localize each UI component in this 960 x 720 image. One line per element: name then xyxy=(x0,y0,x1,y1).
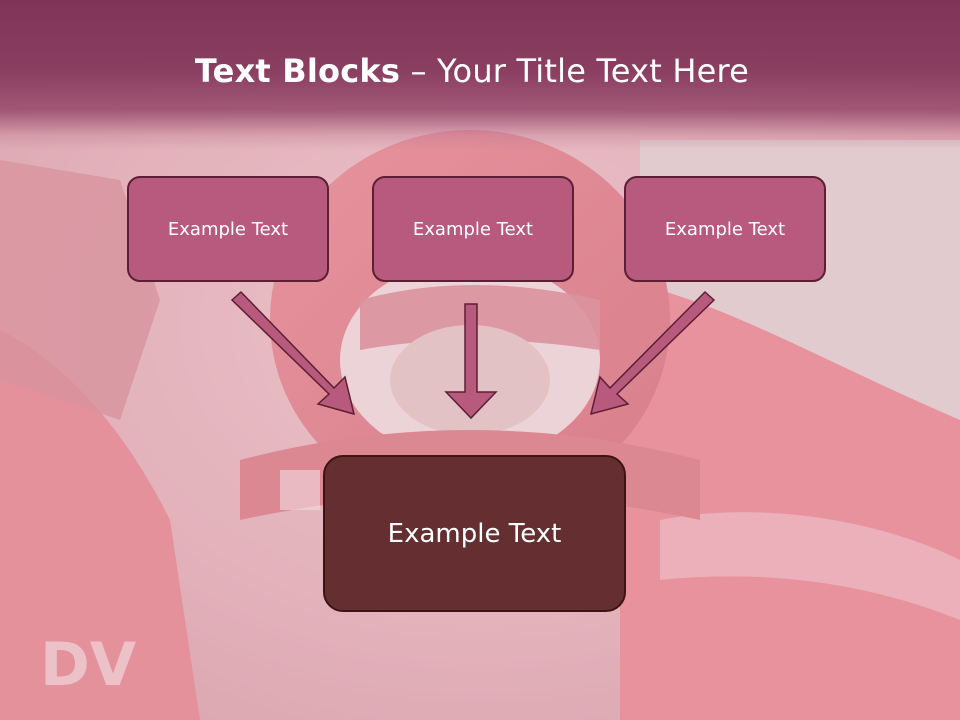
title-band xyxy=(0,0,960,150)
text-block-3-label: Example Text xyxy=(664,218,786,240)
text-block-2[interactable]: Example Text xyxy=(372,176,574,282)
target-text-block-label: Example Text xyxy=(387,518,562,549)
text-block-3[interactable]: Example Text xyxy=(624,176,826,282)
text-block-1[interactable]: Example Text xyxy=(127,176,329,282)
title-rest-part: – Your Title Text Here xyxy=(400,52,750,90)
text-block-2-label: Example Text xyxy=(412,218,534,240)
slide-title: Text Blocks – Your Title Text Here xyxy=(0,52,944,90)
title-bold-part: Text Blocks xyxy=(194,52,401,90)
target-text-block[interactable]: Example Text xyxy=(323,455,626,612)
svg-text:DV: DV xyxy=(40,630,137,700)
text-block-1-label: Example Text xyxy=(167,218,289,240)
